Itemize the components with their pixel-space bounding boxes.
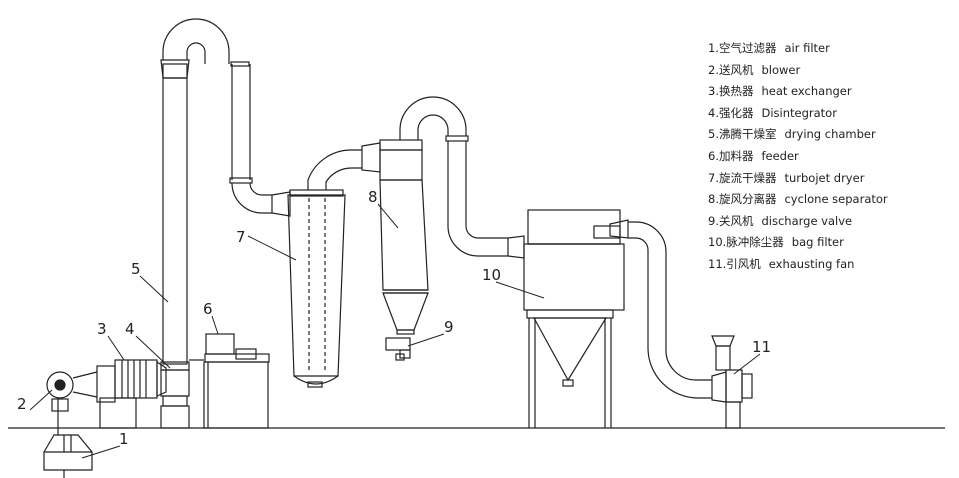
legend: 1.空气过滤器 air filter 2.送风机 blower 3.换热器 heat … <box>708 38 953 276</box>
legend-en: bag filter <box>791 235 844 250</box>
legend-en: blower <box>761 62 801 77</box>
legend-item: 6.加料器 feeder <box>708 146 953 168</box>
callout-8: 8 <box>368 188 378 206</box>
legend-zh: 5.沸腾干燥室 <box>708 127 777 142</box>
blower <box>46 371 98 412</box>
turbojet-dryer <box>287 142 381 388</box>
legend-en: air filter <box>784 41 830 55</box>
legend-item: 11.引风机 exhausting fan <box>708 254 953 276</box>
callout-6: 6 <box>203 300 213 318</box>
legend-en: feeder <box>761 148 799 163</box>
disintegrator <box>160 361 190 429</box>
legend-zh: 2.送风机 <box>708 62 754 77</box>
legend-en: exhausting fan <box>768 256 855 271</box>
callout-2: 2 <box>17 395 27 413</box>
legend-zh: 10.脉冲除尘器 <box>708 235 784 250</box>
legend-en: cyclone separator <box>784 192 888 207</box>
legend-item: 9.关风机 discharge valve <box>708 211 953 233</box>
feeder <box>189 333 270 429</box>
discharge-valve <box>395 353 405 361</box>
callout-1: 1 <box>119 430 129 448</box>
legend-item: 5.沸腾干燥室 drying chamber <box>708 124 953 146</box>
legend-item: 7.旋流干燥器 turbojet dryer <box>708 168 953 190</box>
legend-en: drying chamber <box>784 127 876 142</box>
exhausting-fan <box>711 335 753 429</box>
legend-zh: 3.换热器 <box>708 84 754 99</box>
callout-4: 4 <box>125 320 135 338</box>
legend-zh: 6.加料器 <box>708 148 754 163</box>
callout-7: 7 <box>236 228 246 246</box>
duct-column-to-dryer <box>162 18 291 217</box>
callout-5: 5 <box>131 260 141 278</box>
duct-filter-to-fan <box>628 221 712 399</box>
legend-zh: 11.引风机 <box>708 256 761 271</box>
legend-en: turbojet dryer <box>784 170 865 185</box>
callout-9: 9 <box>444 318 454 336</box>
callout-11: 11 <box>752 338 771 356</box>
legend-zh: 4.强化器 <box>708 105 754 120</box>
cyclone-separator <box>379 96 508 359</box>
leader-lines <box>29 203 761 459</box>
bag-filter <box>507 209 629 428</box>
heat-exchanger <box>96 359 167 429</box>
legend-zh: 8.旋风分离器 <box>708 192 777 207</box>
legend-item: 10.脉冲除尘器 bag filter <box>708 232 953 254</box>
legend-zh: 9.关风机 <box>708 213 754 228</box>
legend-en: discharge valve <box>761 213 853 228</box>
air-filter <box>43 398 93 478</box>
legend-zh: 1.空气过滤器 <box>708 41 777 55</box>
legend-zh: 7.旋流干燥器 <box>708 170 777 185</box>
legend-item: 4.强化器 Disintegrator <box>708 103 953 125</box>
legend-item: 1.空气过滤器 air filter <box>708 38 953 60</box>
legend-en: heat exchanger <box>761 84 852 99</box>
legend-item: 8.旋风分离器 cyclone separator <box>708 189 953 211</box>
callout-10: 10 <box>482 266 501 284</box>
legend-en: Disintegrator <box>761 105 837 120</box>
legend-item: 2.送风机 blower <box>708 60 953 82</box>
drying-chamber <box>160 59 190 365</box>
callout-3: 3 <box>97 320 107 338</box>
legend-item: 3.换热器 heat exchanger <box>708 81 953 103</box>
